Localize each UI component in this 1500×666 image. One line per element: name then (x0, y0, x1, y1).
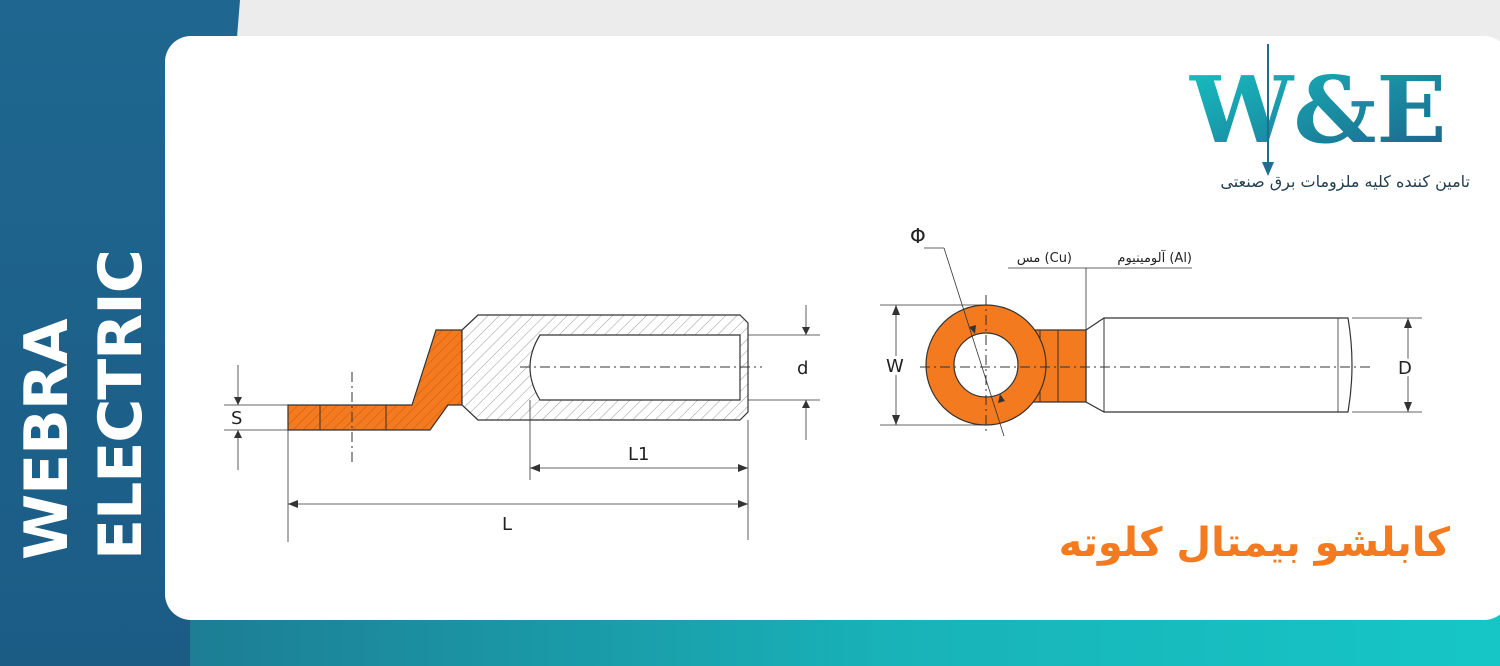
label-s: S (231, 408, 242, 429)
copper-palm (287, 329, 463, 431)
top-aluminium-barrel (1085, 317, 1353, 413)
logo-text: W&E (1189, 56, 1447, 164)
label-copper: مس (Cu) (1017, 251, 1072, 266)
tagline: تامین کننده کلیه ملزومات برق صنعتی (1220, 172, 1470, 191)
label-D: D (1398, 358, 1412, 379)
label-l: L (502, 514, 512, 535)
side-view: S d L1 L (224, 305, 820, 542)
label-d: d (797, 358, 808, 379)
we-logo: W&E (1189, 44, 1447, 176)
label-l1: L1 (628, 444, 649, 465)
product-title: کابلشو بیمتال کلوته (1058, 520, 1450, 566)
top-view: Φ W D مس (Cu) آلومینیوم (Al) (880, 224, 1422, 437)
label-aluminium: آلومینیوم (Al) (1117, 249, 1192, 266)
label-phi: Φ (910, 224, 926, 248)
label-w: W (886, 356, 904, 377)
